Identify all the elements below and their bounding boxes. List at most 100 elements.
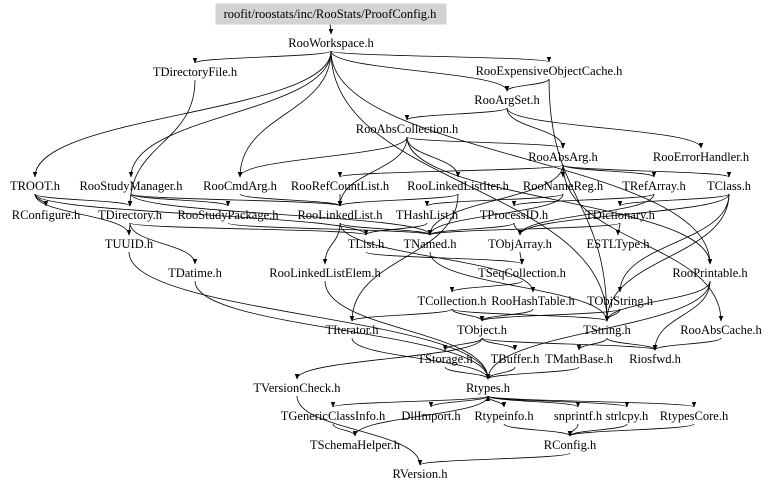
edge-rooabsarg-to-trefarray: [562, 164, 657, 178]
edge-titerator-to-rtypes: [351, 337, 491, 380]
node-label: ESTLType.h: [587, 237, 651, 251]
edge-tgenericclassinfo-to-tschemahelper: [332, 423, 358, 437]
node-label: TSchemaHelper.h: [310, 438, 401, 452]
edge-rooargset-to-rooabscollection: [404, 107, 508, 121]
node-rconfig[interactable]: RConfig.h: [544, 438, 597, 452]
edge-rooexpensiveobjectcache-to-rooargset: [504, 78, 550, 92]
node-rooabscache[interactable]: RooAbsCache.h: [680, 323, 762, 337]
node-tprocessid[interactable]: TProcessID.h: [480, 208, 549, 222]
node-tdictionary[interactable]: TDictionary.h: [585, 208, 655, 222]
edge-rooprintable-to-rtypes: [485, 280, 711, 380]
node-label: TNamed.h: [403, 237, 457, 251]
node-label: strlcpy.h: [606, 409, 649, 423]
node-label: RooPrintable.h: [672, 266, 748, 280]
node-tdatime[interactable]: TDatime.h: [168, 266, 223, 280]
edge-tobject-to-tstorage: [442, 337, 483, 351]
node-tlist[interactable]: TList.h: [348, 237, 385, 251]
edge-rooargset-to-rooabsarg: [506, 107, 566, 149]
node-label: RooAbsCollection.h: [356, 122, 459, 136]
edge-roostudypackage-to-tnamed: [227, 222, 433, 236]
node-riosfwd[interactable]: Riosfwd.h: [629, 352, 681, 366]
node-label: RooCmdArg.h: [203, 179, 277, 193]
node-rooprintable[interactable]: RooPrintable.h: [672, 266, 748, 280]
node-tdirectory[interactable]: TDirectory.h: [98, 208, 163, 222]
node-roolinkedlistelem[interactable]: RooLinkedListElem.h: [269, 266, 381, 280]
node-tbuffer[interactable]: TBuffer.h: [491, 352, 540, 366]
edge-tseqcollection-to-tcollection: [449, 280, 523, 293]
node-tcollection[interactable]: TCollection.h: [417, 294, 487, 308]
edge-tlist-to-tseqcollection: [365, 251, 525, 265]
node-label: RConfig.h: [544, 438, 597, 452]
node-label: RooExpensiveObjectCache.h: [476, 64, 624, 78]
node-rtypeinfo[interactable]: Rtypeinfo.h: [474, 409, 534, 423]
edge-roonamereg-to-thashlist: [424, 193, 564, 207]
node-tschemahelper[interactable]: TSchemaHelper.h: [310, 438, 401, 452]
node-label: TIterator.h: [325, 323, 379, 337]
edge-tobjarray-to-tseqcollection: [519, 251, 525, 265]
edge-roostudymanager-to-roolinkedlist: [130, 193, 343, 207]
node-label: TSeqCollection.h: [478, 266, 567, 280]
node-tnamed[interactable]: TNamed.h: [403, 237, 457, 251]
edge-tdictionary-to-tnamed: [427, 222, 621, 236]
edge-roostudymanager-to-roostudypackage: [130, 193, 231, 207]
edge-troot-to-tdirectory: [34, 193, 133, 207]
node-rooworkspace[interactable]: RooWorkspace.h: [288, 36, 374, 50]
edge-rooworkspace-to-troot: [32, 50, 332, 178]
node-roolinkedlist[interactable]: RooLinkedList.h: [297, 208, 383, 222]
node-tuuid[interactable]: TUUID.h: [105, 237, 154, 251]
node-thashlist[interactable]: THashList.h: [396, 208, 459, 222]
node-rtypescore[interactable]: RtypesCore.h: [660, 409, 729, 423]
node-estltype[interactable]: ESTLType.h: [587, 237, 651, 251]
node-label: TGenericClassInfo.h: [281, 409, 386, 423]
node-tobjstring[interactable]: TObjString.h: [587, 294, 654, 308]
node-roonamereg[interactable]: RooNameReg.h: [523, 179, 604, 193]
edge-tcollection-to-tstring: [451, 308, 610, 322]
node-tgenericclassinfo[interactable]: TGenericClassInfo.h: [281, 409, 386, 423]
node-rooabscollection[interactable]: RooAbsCollection.h: [356, 122, 459, 136]
node-rooabsarg[interactable]: RooAbsArg.h: [528, 150, 598, 164]
node-rtypes[interactable]: Rtypes.h: [466, 381, 511, 395]
edge-rooworkspace-to-rooexpensiveobjectcache: [330, 50, 552, 63]
node-tdirectoryfile[interactable]: TDirectoryFile.h: [153, 65, 238, 79]
edge-tclass-to-tstring: [604, 193, 730, 322]
node-roocmdarg[interactable]: RooCmdArg.h: [203, 179, 277, 193]
node-troot[interactable]: TROOT.h: [10, 179, 61, 193]
node-rooerrorhandler[interactable]: RooErrorHandler.h: [653, 150, 750, 164]
node-label: RooErrorHandler.h: [653, 150, 750, 164]
node-rconfigure[interactable]: RConfigure.h: [12, 208, 81, 222]
node-rversion[interactable]: RVersion.h: [393, 467, 449, 481]
node-tmathbase[interactable]: TMathBase.h: [545, 352, 613, 366]
node-titerator[interactable]: TIterator.h: [325, 323, 379, 337]
node-label: RooLinkedList.h: [297, 208, 383, 222]
node-roohashtable[interactable]: RooHashTable.h: [491, 294, 575, 308]
edge-rooabscache-to-riosfwd: [652, 337, 722, 351]
edge-rtypeinfo-to-rconfig: [503, 423, 573, 437]
edge-rooabscollection-to-roolinkedlistiter: [406, 136, 461, 178]
edge-roocmdarg-to-roolinkedlist: [239, 193, 343, 207]
edge-rooabscollection-to-roolinkedlist: [337, 136, 408, 207]
node-strlcpy[interactable]: strlcpy.h: [606, 409, 649, 423]
node-roorefcountlist[interactable]: RooRefCountList.h: [291, 179, 390, 193]
node-tobject[interactable]: TObject.h: [457, 323, 508, 337]
node-rooexpensiveobjectcache[interactable]: RooExpensiveObjectCache.h: [476, 64, 624, 78]
edge-tschemahelper-to-rtypes: [354, 395, 491, 437]
node-roolinkedlistiter[interactable]: RooLinkedListIter.h: [407, 179, 509, 193]
node-tclass[interactable]: TClass.h: [707, 179, 752, 193]
node-tobjarray[interactable]: TObjArray.h: [488, 237, 553, 251]
edge-rtypescore-to-rconfig: [567, 423, 695, 437]
node-snprintf[interactable]: snprintf.h: [554, 409, 603, 423]
node-tseqcollection[interactable]: TSeqCollection.h: [478, 266, 567, 280]
node-dllimport[interactable]: DllImport.h: [401, 409, 461, 423]
node-tstring[interactable]: TString.h: [583, 323, 631, 337]
node-tstorage[interactable]: TStorage.h: [417, 352, 473, 366]
node-rooargset[interactable]: RooArgSet.h: [474, 93, 540, 107]
edge-rooabsarg-to-tclass: [562, 164, 732, 178]
edge-tprocessid-to-tnamed: [427, 222, 515, 236]
node-tversioncheck[interactable]: TVersionCheck.h: [253, 381, 341, 395]
edge-rooprintable-to-riosfwd: [652, 280, 711, 351]
node-root[interactable]: roofit/roostats/inc/RooStats/ProofConfig…: [215, 3, 447, 25]
node-roostudymanager[interactable]: RooStudyManager.h: [79, 179, 183, 193]
node-roostudypackage[interactable]: RooStudyPackage.h: [177, 208, 279, 222]
node-trefarray[interactable]: TRefArray.h: [622, 179, 686, 193]
edge-rooworkspace-to-roocmdarg: [237, 50, 332, 178]
